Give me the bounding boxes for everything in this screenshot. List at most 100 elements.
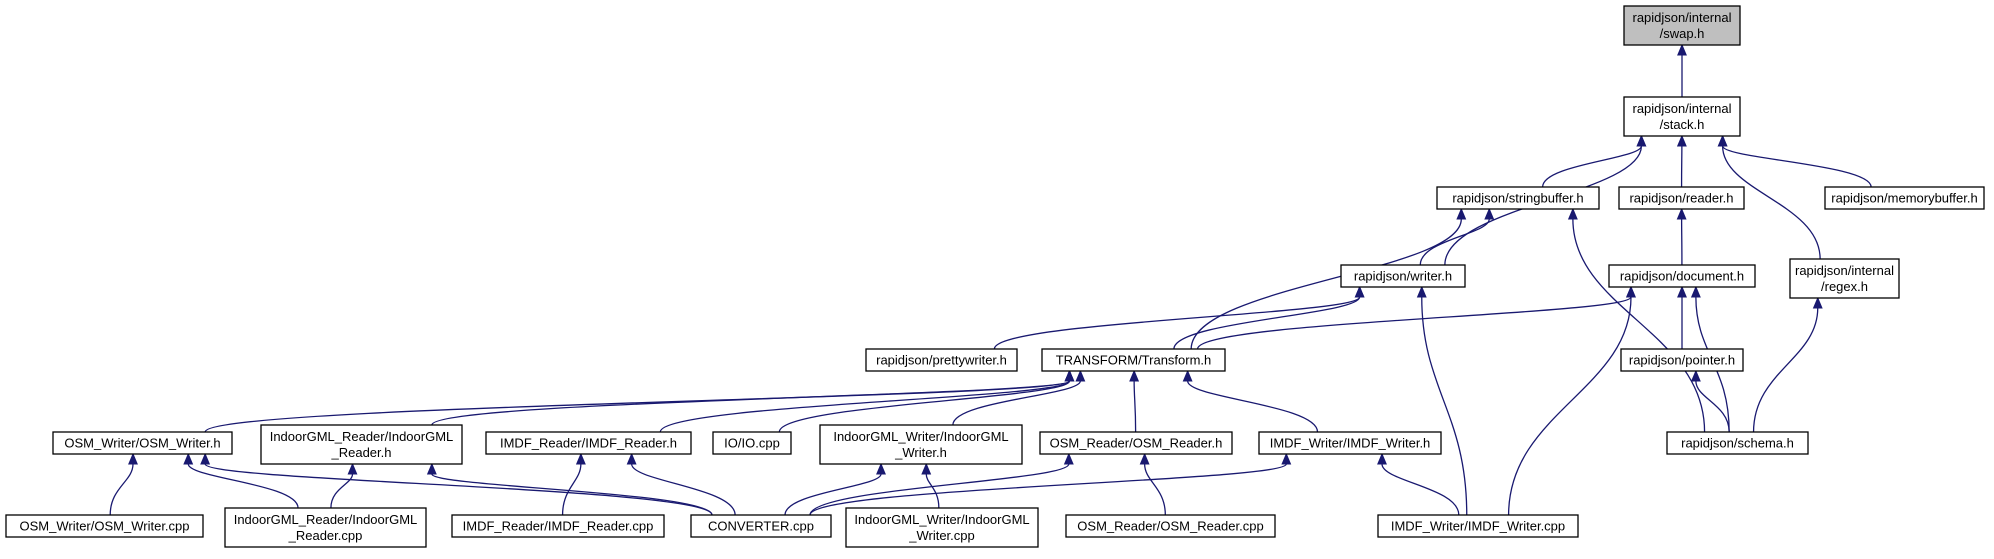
edge-memorybuffer-to-stack — [1721, 145, 1872, 188]
node-box[interactable] — [712, 431, 792, 455]
edge-igml_writer_h-to-transform — [952, 380, 1082, 426]
node-osm-reader-h[interactable]: OSM_Reader/OSM_Reader.h — [1039, 431, 1233, 455]
node-label: rapidjson/memorybuffer.h — [1831, 191, 1977, 206]
arrowhead-icon — [1677, 285, 1687, 298]
node-box[interactable] — [1666, 431, 1809, 455]
node-label: /stack.h — [1660, 117, 1705, 132]
node-box[interactable] — [260, 424, 463, 465]
node-box[interactable] — [819, 424, 1023, 465]
arrowhead-icon — [1064, 369, 1075, 382]
arrowhead-icon — [1377, 452, 1387, 465]
node-osm-reader-cpp[interactable]: OSM_Reader/OSM_Reader.cpp — [1065, 514, 1276, 538]
arrowhead-icon — [575, 452, 586, 465]
arrowhead-icon — [1676, 207, 1687, 220]
arrowhead-icon — [1676, 134, 1687, 147]
node-igml-writer-h[interactable]: IndoorGML_Writer/IndoorGML_Writer.h — [819, 424, 1023, 465]
node-box[interactable] — [451, 514, 665, 538]
node-label: rapidjson/writer.h — [1354, 269, 1452, 284]
node-box[interactable] — [1065, 514, 1276, 538]
edge-converter-to-osm_reader_h — [809, 463, 1070, 516]
node-box[interactable] — [1789, 258, 1900, 299]
node-stringbuffer[interactable]: rapidjson/stringbuffer.h — [1436, 186, 1600, 210]
edge-imdf_writer_cpp-to-document — [1507, 296, 1632, 516]
arrowhead-icon — [1281, 452, 1292, 465]
arrowhead-icon — [626, 452, 637, 465]
node-box[interactable] — [485, 431, 692, 455]
node-label: IMDF_Writer/IMDF_Writer.cpp — [1391, 519, 1565, 534]
node-label: rapidjson/reader.h — [1629, 191, 1733, 206]
node-osm-writer-h[interactable]: OSM_Writer/OSM_Writer.h — [52, 431, 233, 455]
arrowhead-icon — [876, 462, 886, 475]
arrowhead-icon — [1129, 369, 1140, 382]
edge-prettywriter-to-writer — [993, 296, 1361, 350]
node-imdf-writer-cpp[interactable]: IMDF_Writer/IMDF_Writer.cpp — [1377, 514, 1579, 538]
edge-schema-to-stringbuffer — [1572, 218, 1706, 433]
node-box[interactable] — [1258, 431, 1442, 455]
node-stack[interactable]: rapidjson/internal/stack.h — [1623, 96, 1741, 137]
node-prettywriter[interactable]: rapidjson/prettywriter.h — [865, 348, 1018, 372]
node-regex[interactable]: rapidjson/internal/regex.h — [1789, 258, 1900, 299]
node-box[interactable] — [1824, 186, 1985, 210]
node-label: _Reader.h — [331, 445, 392, 460]
node-box[interactable] — [1623, 96, 1741, 137]
node-box[interactable] — [1608, 264, 1756, 288]
node-imdf-reader-cpp[interactable]: IMDF_Reader/IMDF_Reader.cpp — [451, 514, 665, 538]
node-box[interactable] — [224, 507, 427, 548]
node-label: rapidjson/internal — [1632, 10, 1731, 25]
node-box[interactable] — [865, 348, 1018, 372]
arrowhead-icon — [183, 452, 194, 465]
node-transform[interactable]: TRANSFORM/Transform.h — [1041, 348, 1226, 372]
node-box[interactable] — [1041, 348, 1226, 372]
node-box[interactable] — [690, 514, 832, 538]
node-memorybuffer[interactable]: rapidjson/memorybuffer.h — [1824, 186, 1985, 210]
node-document[interactable]: rapidjson/document.h — [1608, 264, 1756, 288]
arrowhead-icon — [1812, 296, 1823, 309]
edge-transform-to-stringbuffer — [1190, 218, 1462, 350]
node-igml-reader-cpp[interactable]: IndoorGML_Reader/IndoorGML_Reader.cpp — [224, 507, 427, 548]
node-label: OSM_Writer/OSM_Writer.cpp — [20, 519, 190, 534]
arrowhead-icon — [1456, 207, 1467, 220]
node-box[interactable] — [5, 514, 204, 538]
node-box[interactable] — [1618, 186, 1745, 210]
node-pointer[interactable]: rapidjson/pointer.h — [1620, 348, 1744, 372]
node-label: IMDF_Reader/IMDF_Reader.cpp — [463, 519, 654, 534]
node-box[interactable] — [1377, 514, 1579, 538]
edge-transform-to-writer — [1173, 296, 1361, 350]
node-box[interactable] — [1436, 186, 1600, 210]
node-io-cpp[interactable]: IO/IO.cpp — [712, 431, 792, 455]
node-box[interactable] — [1620, 348, 1744, 372]
edge-igml_reader_cpp-to-osm_writer_h — [187, 463, 299, 509]
node-label: rapidjson/internal — [1795, 263, 1894, 278]
node-writer[interactable]: rapidjson/writer.h — [1340, 264, 1466, 288]
edge-io_cpp-to-transform — [778, 380, 1071, 433]
arrowhead-icon — [347, 462, 358, 475]
node-igml-writer-cpp[interactable]: IndoorGML_Writer/IndoorGML_Writer.cpp — [845, 507, 1039, 548]
node-reader[interactable]: rapidjson/reader.h — [1618, 186, 1745, 210]
node-label: IndoorGML_Reader/IndoorGML — [234, 512, 418, 527]
edges-layer — [109, 43, 1872, 516]
node-swap[interactable]: rapidjson/internal/swap.h — [1623, 5, 1741, 46]
node-label: IndoorGML_Writer/IndoorGML — [854, 512, 1029, 527]
node-label: rapidjson/schema.h — [1681, 436, 1794, 451]
node-igml-reader-h[interactable]: IndoorGML_Reader/IndoorGML_Reader.h — [260, 424, 463, 465]
node-label: IMDF_Writer/IMDF_Writer.h — [1270, 436, 1431, 451]
node-box[interactable] — [52, 431, 233, 455]
node-box[interactable] — [1623, 5, 1741, 46]
node-osm-writer-cpp[interactable]: OSM_Writer/OSM_Writer.cpp — [5, 514, 204, 538]
node-schema[interactable]: rapidjson/schema.h — [1666, 431, 1809, 455]
arrowhead-icon — [1354, 285, 1365, 298]
edge-imdf_writer_h-to-transform — [1186, 380, 1319, 433]
node-imdf-reader-h[interactable]: IMDF_Reader/IMDF_Reader.h — [485, 431, 692, 455]
node-imdf-writer-h[interactable]: IMDF_Writer/IMDF_Writer.h — [1258, 431, 1442, 455]
arrowhead-icon — [1717, 134, 1728, 147]
arrowhead-icon — [1626, 285, 1636, 298]
node-box[interactable] — [1340, 264, 1466, 288]
edge-converter-to-imdf_reader_h — [630, 463, 736, 516]
node-box[interactable] — [1039, 431, 1233, 455]
node-label: OSM_Writer/OSM_Writer.h — [64, 436, 220, 451]
node-box[interactable] — [845, 507, 1039, 548]
node-label: rapidjson/prettywriter.h — [876, 353, 1007, 368]
node-converter[interactable]: CONVERTER.cpp — [690, 514, 832, 538]
node-label: CONVERTER.cpp — [708, 519, 814, 534]
arrowhead-icon — [1075, 369, 1086, 382]
